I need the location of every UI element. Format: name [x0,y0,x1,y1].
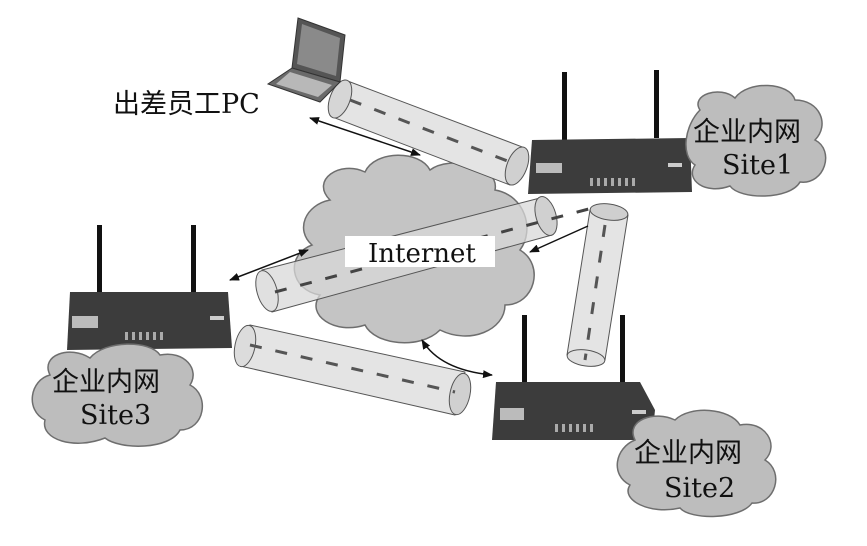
router-site1-icon [528,70,692,194]
laptop-icon [266,17,346,103]
site3-name-label: Site3 [80,400,151,431]
site2-cn-label: 企业内网 [634,438,742,469]
site2-cloud [616,409,777,518]
arrow-site3-internet [229,249,309,281]
arrow-site1-internet [529,225,589,253]
site3-cloud [31,343,204,447]
site3-cn-label: 企业内网 [52,367,160,398]
arrow-pc-internet [309,117,421,156]
site1-name-label: Site1 [722,150,793,181]
traveling-pc-label: 出差员工PC [113,89,260,120]
tunnel-site1-site2 [566,203,629,367]
tunnel-pc-site1 [327,79,530,186]
router-site3-icon [67,225,232,350]
site1-cn-label: 企业内网 [693,117,801,148]
arrow-internet-site2 [421,339,493,379]
router-site2-icon [492,315,655,440]
internet-label-box [345,236,495,267]
site1-cloud [685,84,827,197]
site2-name-label: Site2 [664,473,735,504]
internet-label: Internet [368,239,476,269]
tunnel-site3-site2 [233,324,472,416]
